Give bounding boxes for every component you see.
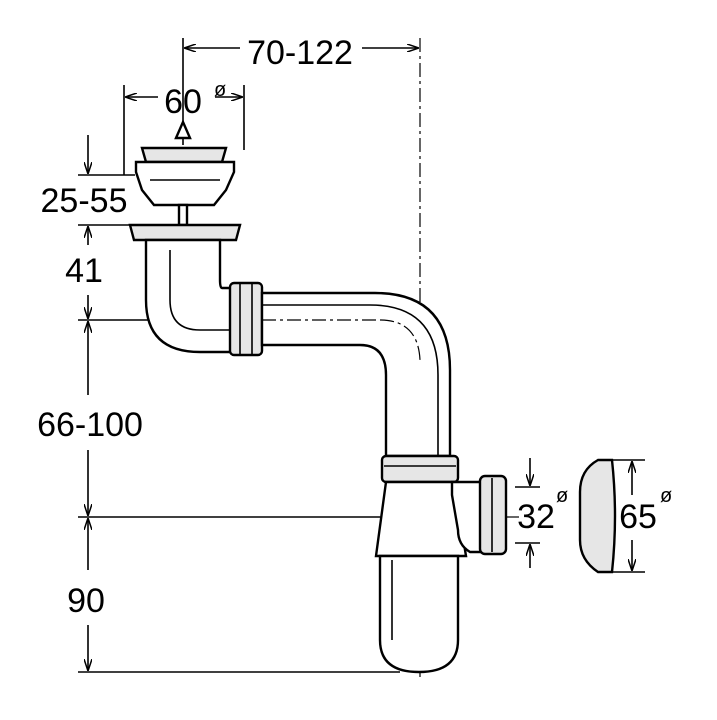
- elbow-pipe: [144, 238, 452, 458]
- diameter-symbol: ø: [214, 79, 226, 101]
- dimension-lines: [88, 48, 632, 670]
- diameter-symbol: ø: [660, 485, 672, 507]
- strainer-waste: [128, 119, 242, 242]
- dim-flange-to-outlet: 41: [65, 252, 103, 290]
- wall-escutcheon: [578, 458, 617, 574]
- dim-trap-bottom: 90: [67, 582, 105, 620]
- dim-outlet-to-trap: 66-100: [37, 406, 143, 444]
- diameter-symbol: ø: [556, 485, 568, 507]
- bottle-trap: [374, 454, 508, 674]
- dim-outlet-diameter: 32: [517, 498, 555, 536]
- dim-horizontal-offset: 70-122: [247, 34, 353, 72]
- extension-lines: [78, 38, 645, 680]
- dim-strainer-height: 25-55: [41, 182, 128, 220]
- dim-strainer-diameter: 60: [164, 83, 202, 121]
- dim-escutcheon-diameter: 65: [619, 498, 657, 536]
